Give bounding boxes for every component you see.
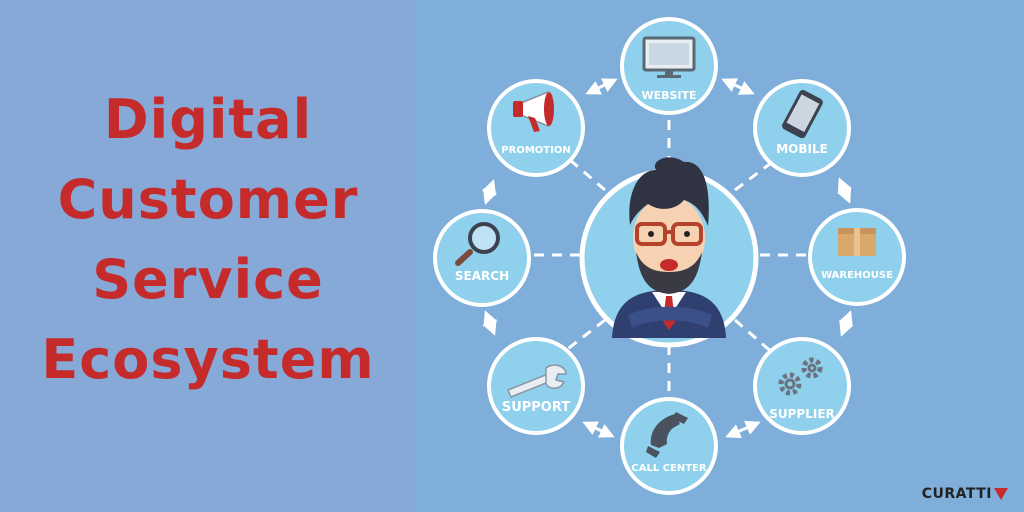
label-mobile: MOBILE [776,142,828,156]
brand-logo: CURATTI [922,486,1008,502]
spoke-support [559,318,606,357]
node-warehouse: WAREHOUSE [808,208,906,306]
smartphone-icon [782,89,823,139]
label-call-center: CALL CENTER [631,463,706,474]
label-support: SUPPORT [502,400,570,415]
monitor-icon [642,36,696,78]
node-promotion: PROMOTION [487,79,585,177]
node-supplier: SUPPLIER [753,337,851,435]
headline-line-2: Customer [57,168,359,231]
arrow-support-search [482,310,498,336]
gears-icon [778,357,823,396]
spoke-promotion [569,158,606,192]
wrench-icon [507,364,567,398]
arrow-mobile-warehouse [837,177,852,204]
arrow-callcenter-support [582,421,615,438]
ring-arrows [481,78,854,439]
headline: Digital Customer Service Ecosystem [0,80,416,400]
left-panel [0,0,416,512]
node-support: SUPPORT [487,337,585,435]
node-search: SEARCH [433,209,531,307]
phone-icon [646,412,688,458]
label-promotion: PROMOTION [501,145,570,156]
triangle-logo-icon [994,488,1008,500]
node-call-center: CALL CENTER [620,397,718,495]
node-website: WEBSITE [620,17,718,115]
spoke-mobile [734,158,776,192]
headline-line-1: Digital [103,88,313,151]
label-website: WEBSITE [641,89,696,102]
label-search: SEARCH [455,269,509,283]
headline-line-3: Service [92,248,324,311]
brand-name: CURATTI [921,486,992,502]
label-supplier: SUPPLIER [769,407,835,421]
label-warehouse: WAREHOUSE [821,270,893,281]
arrow-warehouse-supplier [838,310,854,337]
center-avatar [579,157,759,348]
spokes [525,120,815,400]
arrow-website-mobile [721,78,755,95]
node-mobile: MOBILE [753,79,851,177]
arrow-website-promotion [585,78,618,95]
businessman-avatar [612,157,726,338]
headline-line-4: Ecosystem [41,328,375,391]
box-icon [838,228,876,256]
arrow-search-promotion [481,179,498,205]
magnifier-icon [455,222,500,266]
spoke-supplier [734,318,776,357]
megaphone-icon [513,90,554,132]
arrow-supplier-callcenter [725,420,761,439]
